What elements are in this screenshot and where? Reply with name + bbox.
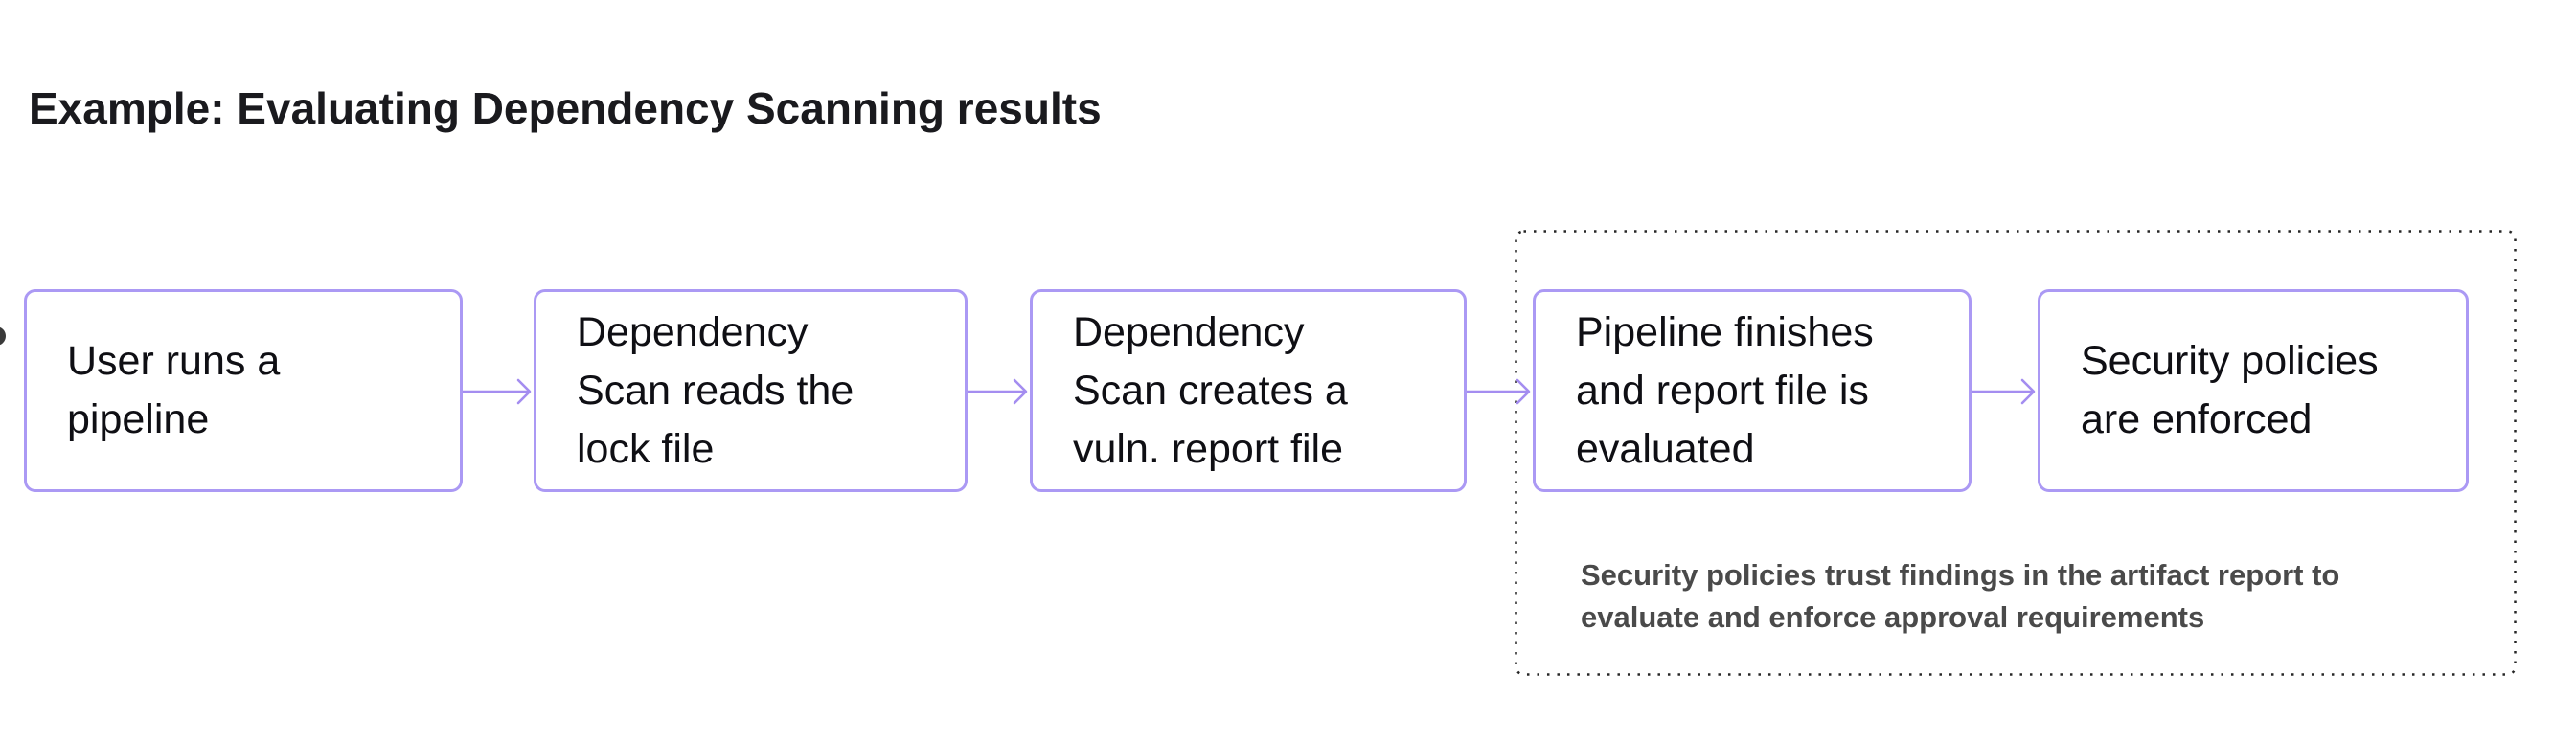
flow-step-user-runs-pipeline: User runs a pipeline (24, 289, 463, 492)
flow-step-label: User runs a pipeline (67, 338, 281, 442)
flow-step-dependency-scan-creates-report: Dependency Scan creates a vuln. report f… (1030, 289, 1467, 492)
flow-step-pipeline-finishes-evaluated: Pipeline finishes and report file is eva… (1533, 289, 1972, 492)
arrow-right-icon (968, 374, 1030, 409)
flow-step-label: Dependency Scan creates a vuln. report f… (1073, 308, 1348, 472)
clipped-circle-marker (0, 326, 6, 346)
flow-step-security-policies-enforced: Security policies are enforced (2038, 289, 2469, 492)
flow-step-label: Security policies are enforced (2081, 338, 2379, 442)
flow-step-label: Pipeline finishes and report file is eva… (1576, 308, 1874, 472)
arrow-right-icon (1972, 374, 2038, 409)
dotted-rect (1515, 230, 2517, 676)
arrow-right-icon (463, 374, 534, 409)
arrow-right-icon (1467, 374, 1533, 409)
flow-step-label: Dependency Scan reads the lock file (577, 308, 855, 472)
diagram-title: Example: Evaluating Dependency Scanning … (29, 83, 1102, 133)
flow-step-dependency-scan-reads-lock-file: Dependency Scan reads the lock file (534, 289, 968, 492)
policy-evaluation-group-outline (1515, 230, 2517, 676)
policy-evaluation-note: Security policies trust findings in the … (1581, 558, 2340, 634)
